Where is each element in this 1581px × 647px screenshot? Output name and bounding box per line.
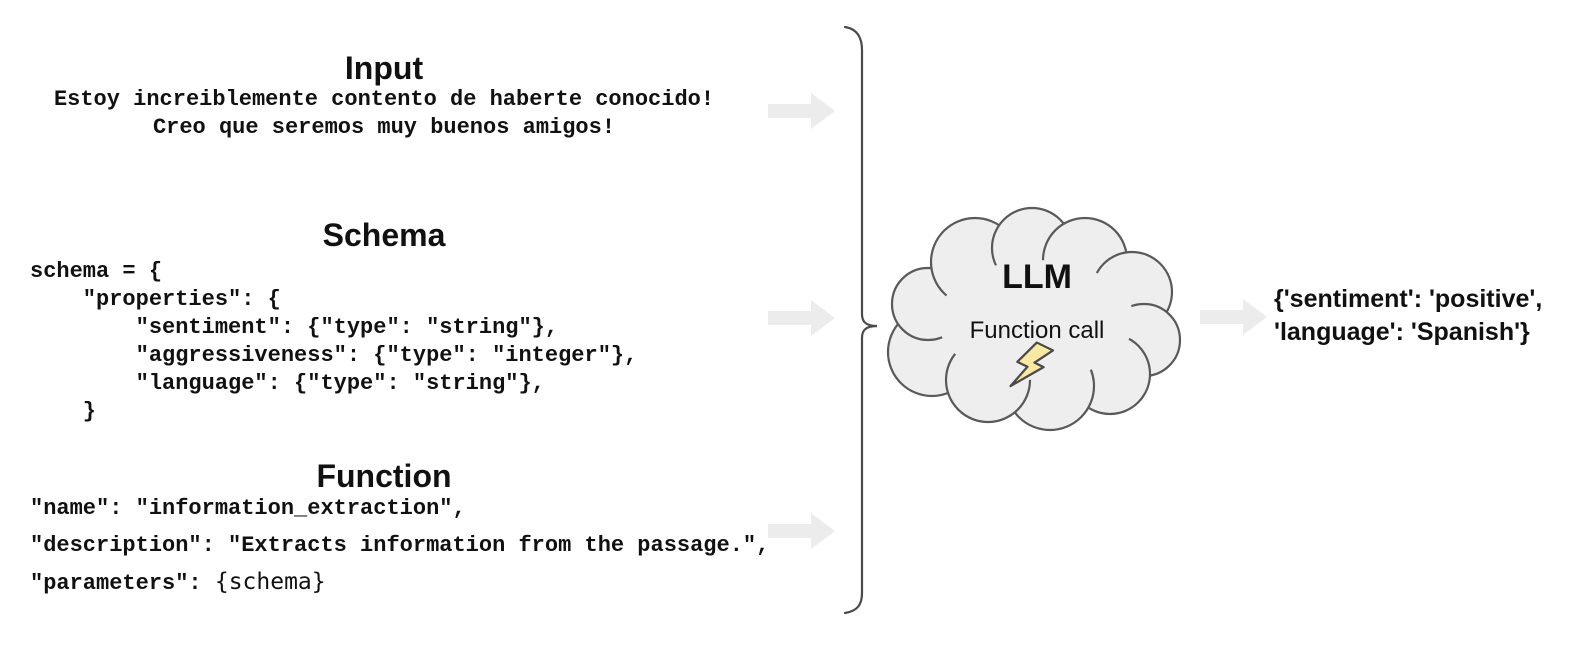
schema-section-title: Schema [322, 217, 446, 253]
curly-brace [843, 25, 878, 615]
llm-label: LLM [1002, 258, 1072, 296]
output-result-text: {'sentiment': 'positive', 'language': 'S… [1274, 285, 1543, 346]
function-code-name-line: "name": "information_extraction", [30, 496, 466, 521]
input-flow-arrow-icon [768, 93, 835, 129]
function-code-parameters-prefix: "parameters": [30, 571, 215, 596]
function-flow-arrow-icon [768, 513, 835, 549]
schema-code: schema = { "properties": { "sentiment": … [30, 259, 638, 424]
function-code-description-line: "description": "Extracts information fro… [30, 533, 770, 558]
lightning-bolt-icon [1009, 341, 1055, 388]
function-code-schema-ref: {schema} [214, 569, 326, 595]
function-section-title: Function [316, 458, 452, 494]
schema-flow-arrow-icon [768, 300, 835, 336]
function-call-label: Function call [969, 317, 1105, 344]
output-flow-arrow-icon [1200, 299, 1267, 335]
function-code: "name": "information_extraction", "descr… [30, 490, 769, 602]
input-text: Estoy increiblemente contento de haberte… [53, 87, 715, 140]
input-section-title: Input [344, 50, 424, 86]
